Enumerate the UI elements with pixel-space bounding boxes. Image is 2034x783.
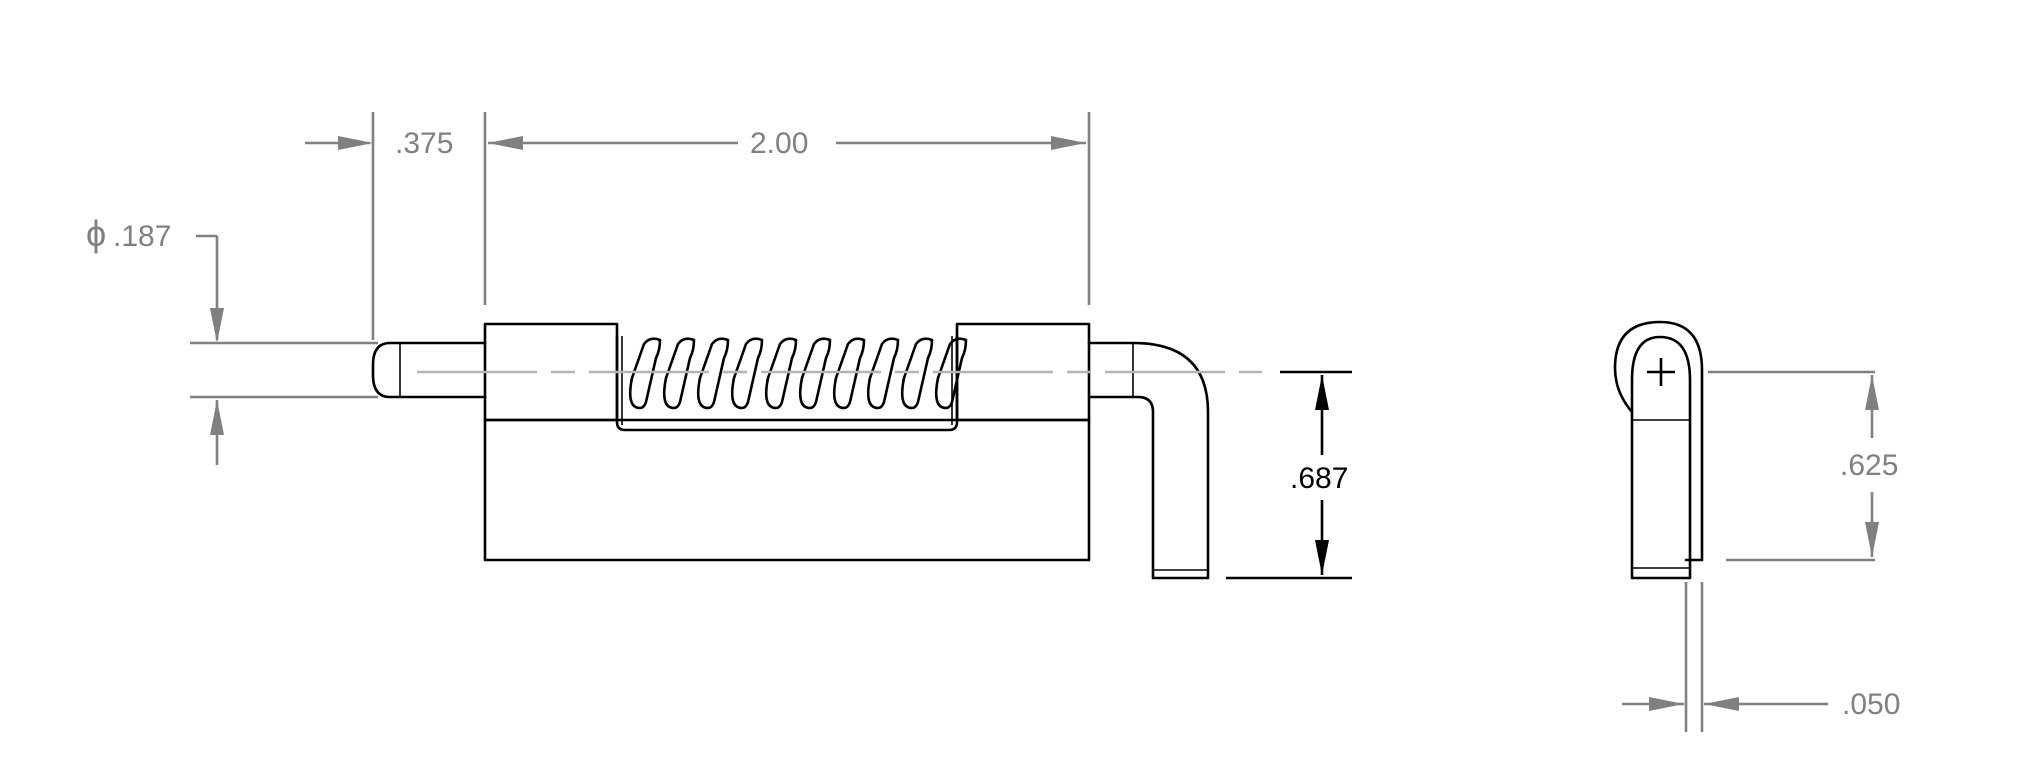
dim-handle-drop-label: .687: [1290, 462, 1348, 495]
spring: [628, 337, 968, 410]
dim-handle-drop: .687: [1226, 370, 1352, 580]
side-plate: [1613, 320, 1704, 562]
spring-trough: [615, 334, 959, 432]
dim-side-height-label: .625: [1840, 449, 1898, 482]
dim-plate-thickness-label: .050: [1842, 688, 1900, 721]
dim-plate-thickness: .050: [1622, 582, 1900, 732]
dim-pin-offset: .375: [305, 112, 453, 340]
spring-coil: [696, 337, 730, 410]
front-view: [371, 322, 1262, 580]
dim-pin-offset-label: .375: [395, 127, 453, 160]
spring-coil: [764, 337, 798, 410]
dim-side-height: .625: [1708, 370, 1898, 562]
dim-pin-diameter-symbol: ϕ: [86, 213, 106, 254]
spring-coil: [628, 337, 662, 410]
spring-coil: [832, 337, 866, 410]
spring-coil: [934, 337, 968, 410]
spring-coil: [900, 337, 934, 410]
spring-coil: [798, 337, 832, 410]
dim-body-length-label: 2.00: [750, 127, 808, 160]
mounting-plate: [483, 418, 1091, 562]
side-handle: [1630, 335, 1692, 580]
spring-coil: [662, 337, 696, 410]
pin-left-end: [371, 341, 487, 399]
dim-pin-diameter-label: .187: [113, 220, 171, 253]
pin-handle: [1087, 341, 1210, 580]
side-view: [1613, 320, 1704, 580]
dim-body-length: 2.00: [483, 112, 1091, 305]
spring-coil: [866, 337, 900, 410]
dim-pin-diameter: ϕ .187: [86, 213, 378, 465]
spring-coil: [730, 337, 764, 410]
